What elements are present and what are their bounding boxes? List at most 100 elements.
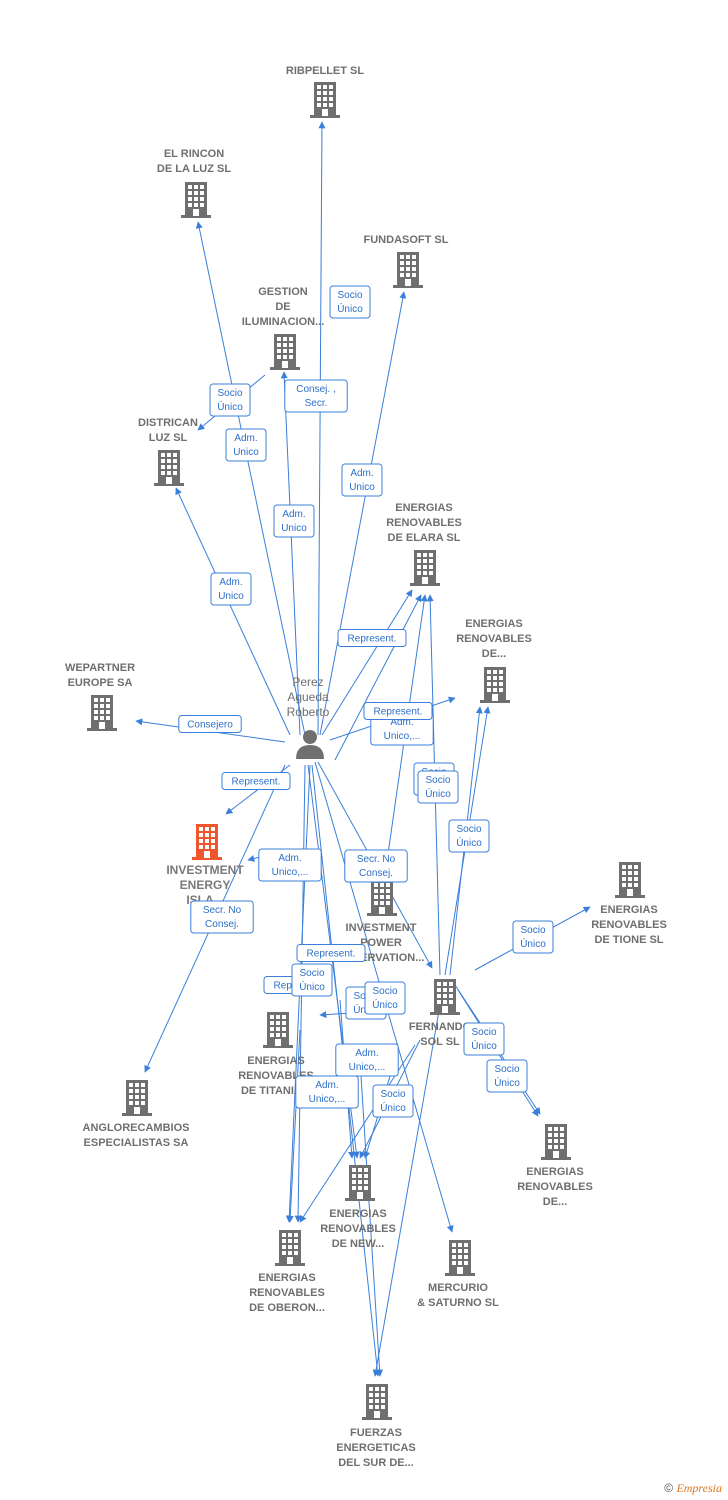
edge-label-24[interactable]: Adm.Unico,...	[335, 1043, 399, 1077]
edge-label-25[interactable]: Adm.Unico,...	[295, 1075, 359, 1109]
edge-label-text: Adm.Unico	[233, 433, 259, 458]
edge-label-8[interactable]: Consejero	[178, 715, 242, 733]
edge-label-box	[448, 819, 490, 853]
edge-line-5	[175, 487, 291, 736]
building-icon	[393, 252, 423, 288]
building-icon	[445, 1240, 475, 1276]
person-icon	[296, 730, 324, 759]
company-node-mercurio[interactable]: MERCURIO& SATURNO SL	[417, 1240, 499, 1309]
edge-label-box	[225, 428, 267, 462]
company-label: RIBPELLET SL	[286, 65, 365, 77]
building-icon	[181, 182, 211, 218]
edge-label-box	[372, 1084, 414, 1118]
edge-line-0	[317, 121, 326, 736]
edge-label-7[interactable]: Represent.	[337, 629, 407, 647]
edge-label-box	[329, 285, 371, 319]
building-icon	[410, 550, 440, 586]
edge-label-10[interactable]: Adm.Unico,...	[370, 712, 434, 746]
edge-label-text: Represent.	[348, 634, 397, 645]
edge-label-text: Adm.Unico,...	[384, 717, 421, 742]
company-label: MERCURIO& SATURNO SL	[417, 1282, 499, 1309]
edge-line-3	[280, 371, 301, 736]
edge-label-9[interactable]: Represent.	[221, 772, 291, 790]
edge-label-box	[296, 944, 366, 962]
brand-logo[interactable]: Empresia	[676, 1481, 722, 1495]
edge-label-text: Represent.	[232, 777, 281, 788]
building-icon	[122, 1080, 152, 1116]
edge-line-33	[359, 1059, 384, 1377]
edge-label-11[interactable]: Represent.	[363, 702, 433, 720]
company-node-ribpellet[interactable]: RIBPELLET SL	[286, 65, 365, 118]
edge-label-3[interactable]: Adm.Unico	[225, 428, 267, 462]
building-icon	[275, 1230, 305, 1266]
edge-label-19[interactable]: Represent.	[296, 944, 366, 962]
edge-label-1[interactable]: Consej. ,Secr.	[284, 379, 348, 413]
edge-label-text: Consejero	[187, 720, 233, 731]
edge-line-6	[321, 589, 413, 736]
edge-label-box	[209, 383, 251, 417]
edge-label-box	[344, 849, 408, 883]
edge-label-15[interactable]: Adm.Unico,...	[258, 848, 322, 882]
company-node-fundasoft[interactable]: FUNDASOFT SL	[364, 234, 449, 288]
edge-label-text: Represent.	[307, 949, 356, 960]
edge-label-box	[295, 1075, 359, 1109]
edge-label-box	[486, 1059, 528, 1093]
edge-label-text: Adm.Unico,...	[272, 853, 309, 878]
edge-label-box	[210, 572, 252, 606]
edge-label-box	[335, 1043, 399, 1077]
edge-label-4[interactable]: Adm.Unico	[341, 463, 383, 497]
edge-label-5[interactable]: Adm.Unico	[273, 504, 315, 538]
edge-label-box	[273, 504, 315, 538]
edge-line-2	[319, 291, 407, 736]
edge-label-6[interactable]: Adm.Unico	[210, 572, 252, 606]
building-icon	[480, 667, 510, 703]
building-icon	[154, 450, 184, 486]
building-icon	[367, 880, 397, 916]
edge-label-box	[337, 629, 407, 647]
